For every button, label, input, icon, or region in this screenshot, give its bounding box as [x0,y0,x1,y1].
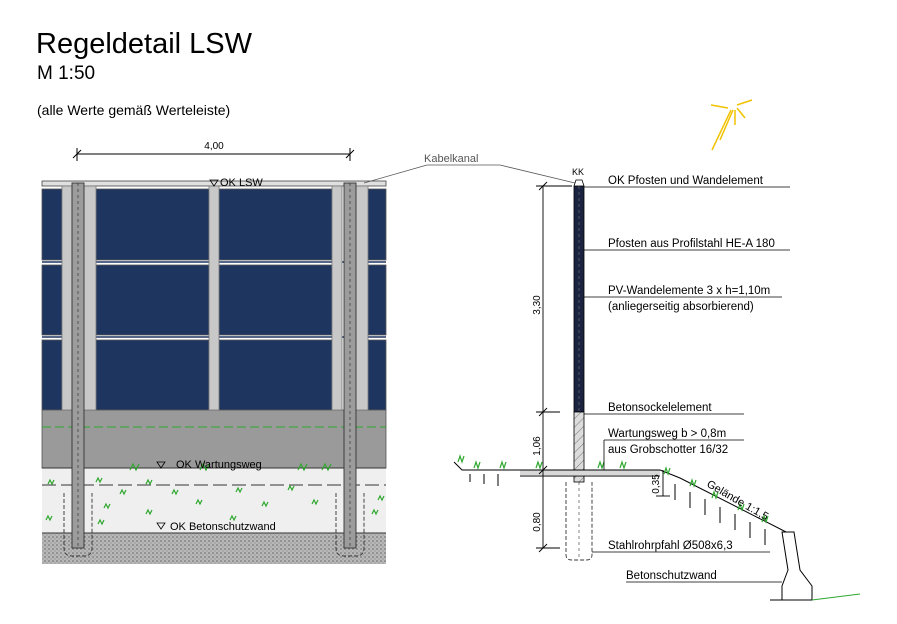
label-stahlrohr: Stahlrohrpfahl Ø508x6,3 [608,540,733,552]
concrete-base [41,409,387,469]
level-marker-ok-lsw: OK LSW [209,177,263,189]
vertical-dimensions [536,181,670,553]
label-weg-line2: aus Grobschotter 16/32 [608,444,728,456]
section-pile [565,482,593,561]
pile-outlines [63,493,365,557]
top-rail [41,180,387,187]
label-sockel: Betonsockelelement [608,402,712,414]
svg-text:OK Wartungsweg: OK Wartungsweg [176,459,262,471]
scale-label: M 1:50 [37,63,96,84]
label-schutzwand: Betonschutzwand [626,570,717,582]
section-cable-channel [573,179,585,187]
elevation-view: 4,00 [41,141,387,564]
values-note: (alle Werte gemäß Werteleiste) [37,102,231,118]
level-marker-ok-wartungsweg: OK Wartungsweg [156,459,262,471]
label-pv-line1: PV-Wandelemente 3 x h=1,10m [608,285,770,297]
level-marker-ok-betonschutzwand: OK Betonschutzwand [156,521,276,533]
dim-035: 0,35 [651,474,662,494]
kk-label: KK [572,167,584,177]
label-leaders [584,186,790,583]
label-pfosten: Pfosten aus Profilstahl HE-A 180 [608,238,775,250]
grass-marks [45,462,385,526]
section-grass-marks [457,454,769,524]
width-dimension [72,148,355,161]
slope-label: Gelände 1:1,5 [705,478,771,523]
width-dimension-label: 4,00 [204,141,224,152]
dim-080: 0,80 [532,512,543,532]
svg-text:OK LSW: OK LSW [220,177,263,189]
intermediate-posts [61,185,369,411]
label-weg-line1: Wartungsweg b > 0,8m [608,428,726,440]
label-ok-pfosten: OK Pfosten und Wandelement [608,175,764,187]
sun-icon [710,99,753,151]
section-view: KK [453,167,861,601]
label-pv-line2: (anliegerseitig absorbierend) [608,301,754,313]
page-title: Regeldetail LSW [36,28,252,60]
section-concrete-barrier [781,531,813,601]
kabelkanal-label: Kabelkanal [424,153,478,165]
kabelkanal-leader [363,164,576,184]
concrete-barrier-zone [42,533,386,564]
svg-text:OK Betonschutzwand: OK Betonschutzwand [170,521,276,533]
dim-106: 1,06 [532,436,543,456]
dim-330: 3,30 [532,295,543,315]
